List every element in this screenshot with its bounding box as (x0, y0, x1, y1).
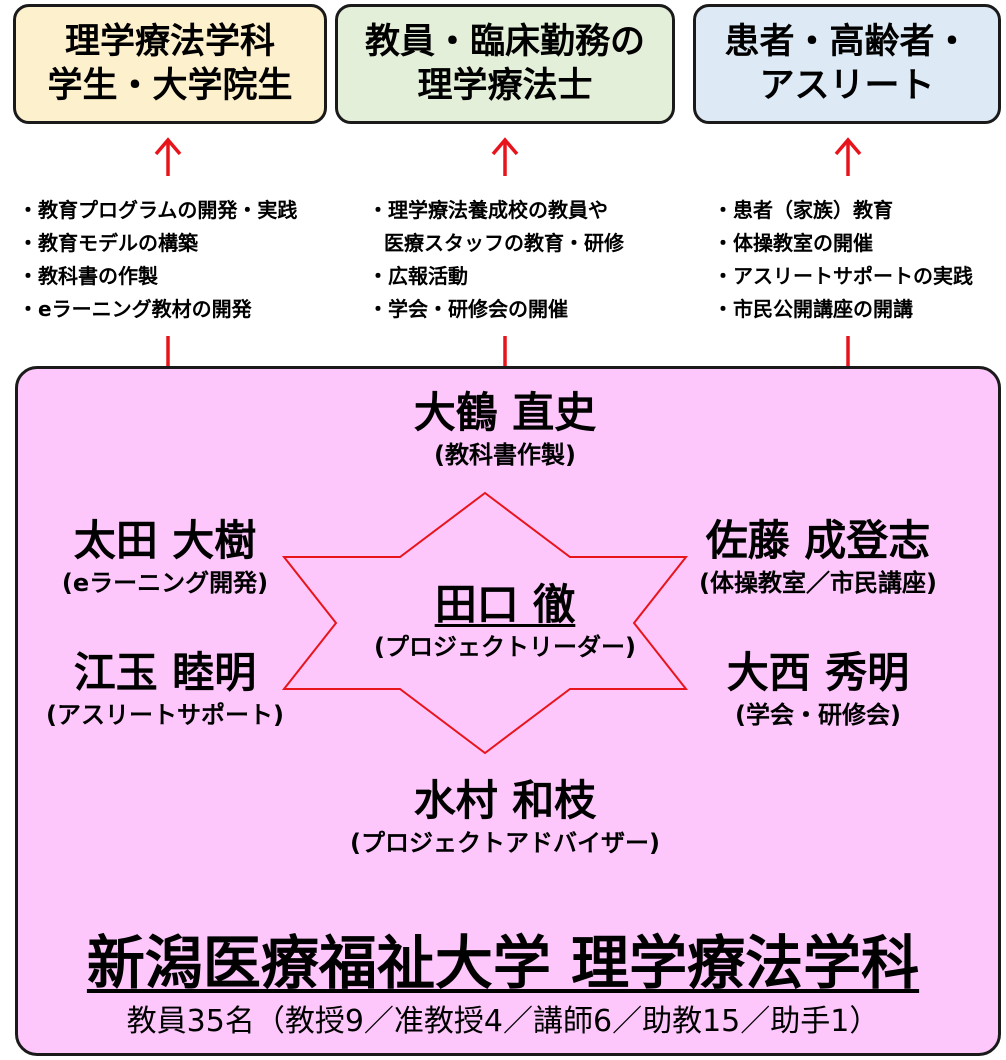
department-title: 新潟医療福祉大学 理学療法学科 (0, 928, 1006, 998)
member-role: (プロジェクトアドバイザー) (350, 829, 660, 857)
team-panel (15, 366, 1001, 1056)
member-ota: 太田 大樹 (eラーニング開発) (15, 516, 315, 600)
member-name: 江玉 睦明 (73, 648, 257, 697)
stakeholder-box-patients: 患者・高齢者・ アスリート (693, 4, 1001, 124)
member-name: 水村 和枝 (413, 776, 597, 825)
leader-role: (プロジェクトリーダー) (374, 633, 636, 661)
member-role: (eラーニング開発) (61, 569, 269, 597)
member-role: (学会・研修会) (735, 701, 901, 729)
activity-item: ・教育モデルの構築 (18, 231, 198, 255)
stakeholder-students-line1: 理学療法学科 (64, 22, 275, 62)
activity-item: ・理学療法養成校の教員や (368, 198, 608, 222)
activity-item: ・教科書の作製 (18, 264, 158, 288)
department-title-text: 新潟医療福祉大学 理学療法学科 (86, 929, 920, 997)
member-name: 佐藤 成登志 (705, 516, 931, 565)
activity-list-students: ・教育プログラムの開発・実践 ・教育モデルの構築 ・教科書の作製 ・eラーニング… (18, 194, 297, 326)
stakeholder-faculty-line2: 理学療法士 (417, 66, 593, 106)
member-onishi: 大西 秀明 (学会・研修会) (668, 648, 968, 732)
member-mizumura: 水村 和枝 (プロジェクトアドバイザー) (310, 776, 700, 860)
activity-item: ・市民公開講座の開講 (713, 297, 913, 321)
leader-name: 田口 徹 (434, 580, 576, 629)
stakeholder-students-line2: 学生・大学院生 (47, 66, 293, 106)
stakeholder-patients-line1: 患者・高齢者・ (724, 22, 970, 62)
activity-list-faculty: ・理学療法養成校の教員や 医療スタッフの教育・研修 ・広報活動 ・学会・研修会の… (368, 194, 624, 326)
stakeholder-patients-line2: アスリート (759, 66, 935, 106)
activity-item: ・広報活動 (368, 264, 468, 288)
member-name: 大鶴 直史 (413, 388, 597, 437)
member-sato: 佐藤 成登志 (体操教室／市民講座) (668, 516, 968, 600)
stakeholder-box-faculty: 教員・臨床勤務の 理学療法士 (335, 4, 675, 124)
member-name: 大西 秀明 (726, 648, 910, 697)
member-role: (教科書作製) (434, 441, 576, 469)
activity-item: ・教育プログラムの開発・実践 (18, 198, 298, 222)
member-role: (体操教室／市民講座) (699, 569, 937, 597)
stakeholder-faculty-line1: 教員・臨床勤務の (364, 22, 645, 62)
member-role: (アスリートサポート) (46, 701, 284, 729)
activity-item: ・体操教室の開催 (713, 231, 873, 255)
member-taguchi-leader: 田口 徹 (プロジェクトリーダー) (340, 580, 670, 664)
member-name: 太田 大樹 (73, 516, 257, 565)
member-emoto: 江玉 睦明 (アスリートサポート) (15, 648, 315, 732)
stakeholder-box-students: 理学療法学科 学生・大学院生 (13, 4, 327, 124)
activity-item: ・患者（家族）教育 (713, 198, 893, 222)
activity-item: 医療スタッフの教育・研修 (384, 231, 624, 255)
activity-item: ・アスリートサポートの実践 (713, 264, 973, 288)
activity-item: ・学会・研修会の開催 (368, 297, 568, 321)
member-otsuru: 大鶴 直史 (教科書作製) (345, 388, 665, 472)
staff-count: 教員35名（教授9／准教授4／講師6／助教15／助手1） (126, 1004, 880, 1039)
activity-item: ・eラーニング教材の開発 (18, 297, 252, 321)
activity-list-patients: ・患者（家族）教育 ・体操教室の開催 ・アスリートサポートの実践 ・市民公開講座… (713, 194, 973, 326)
